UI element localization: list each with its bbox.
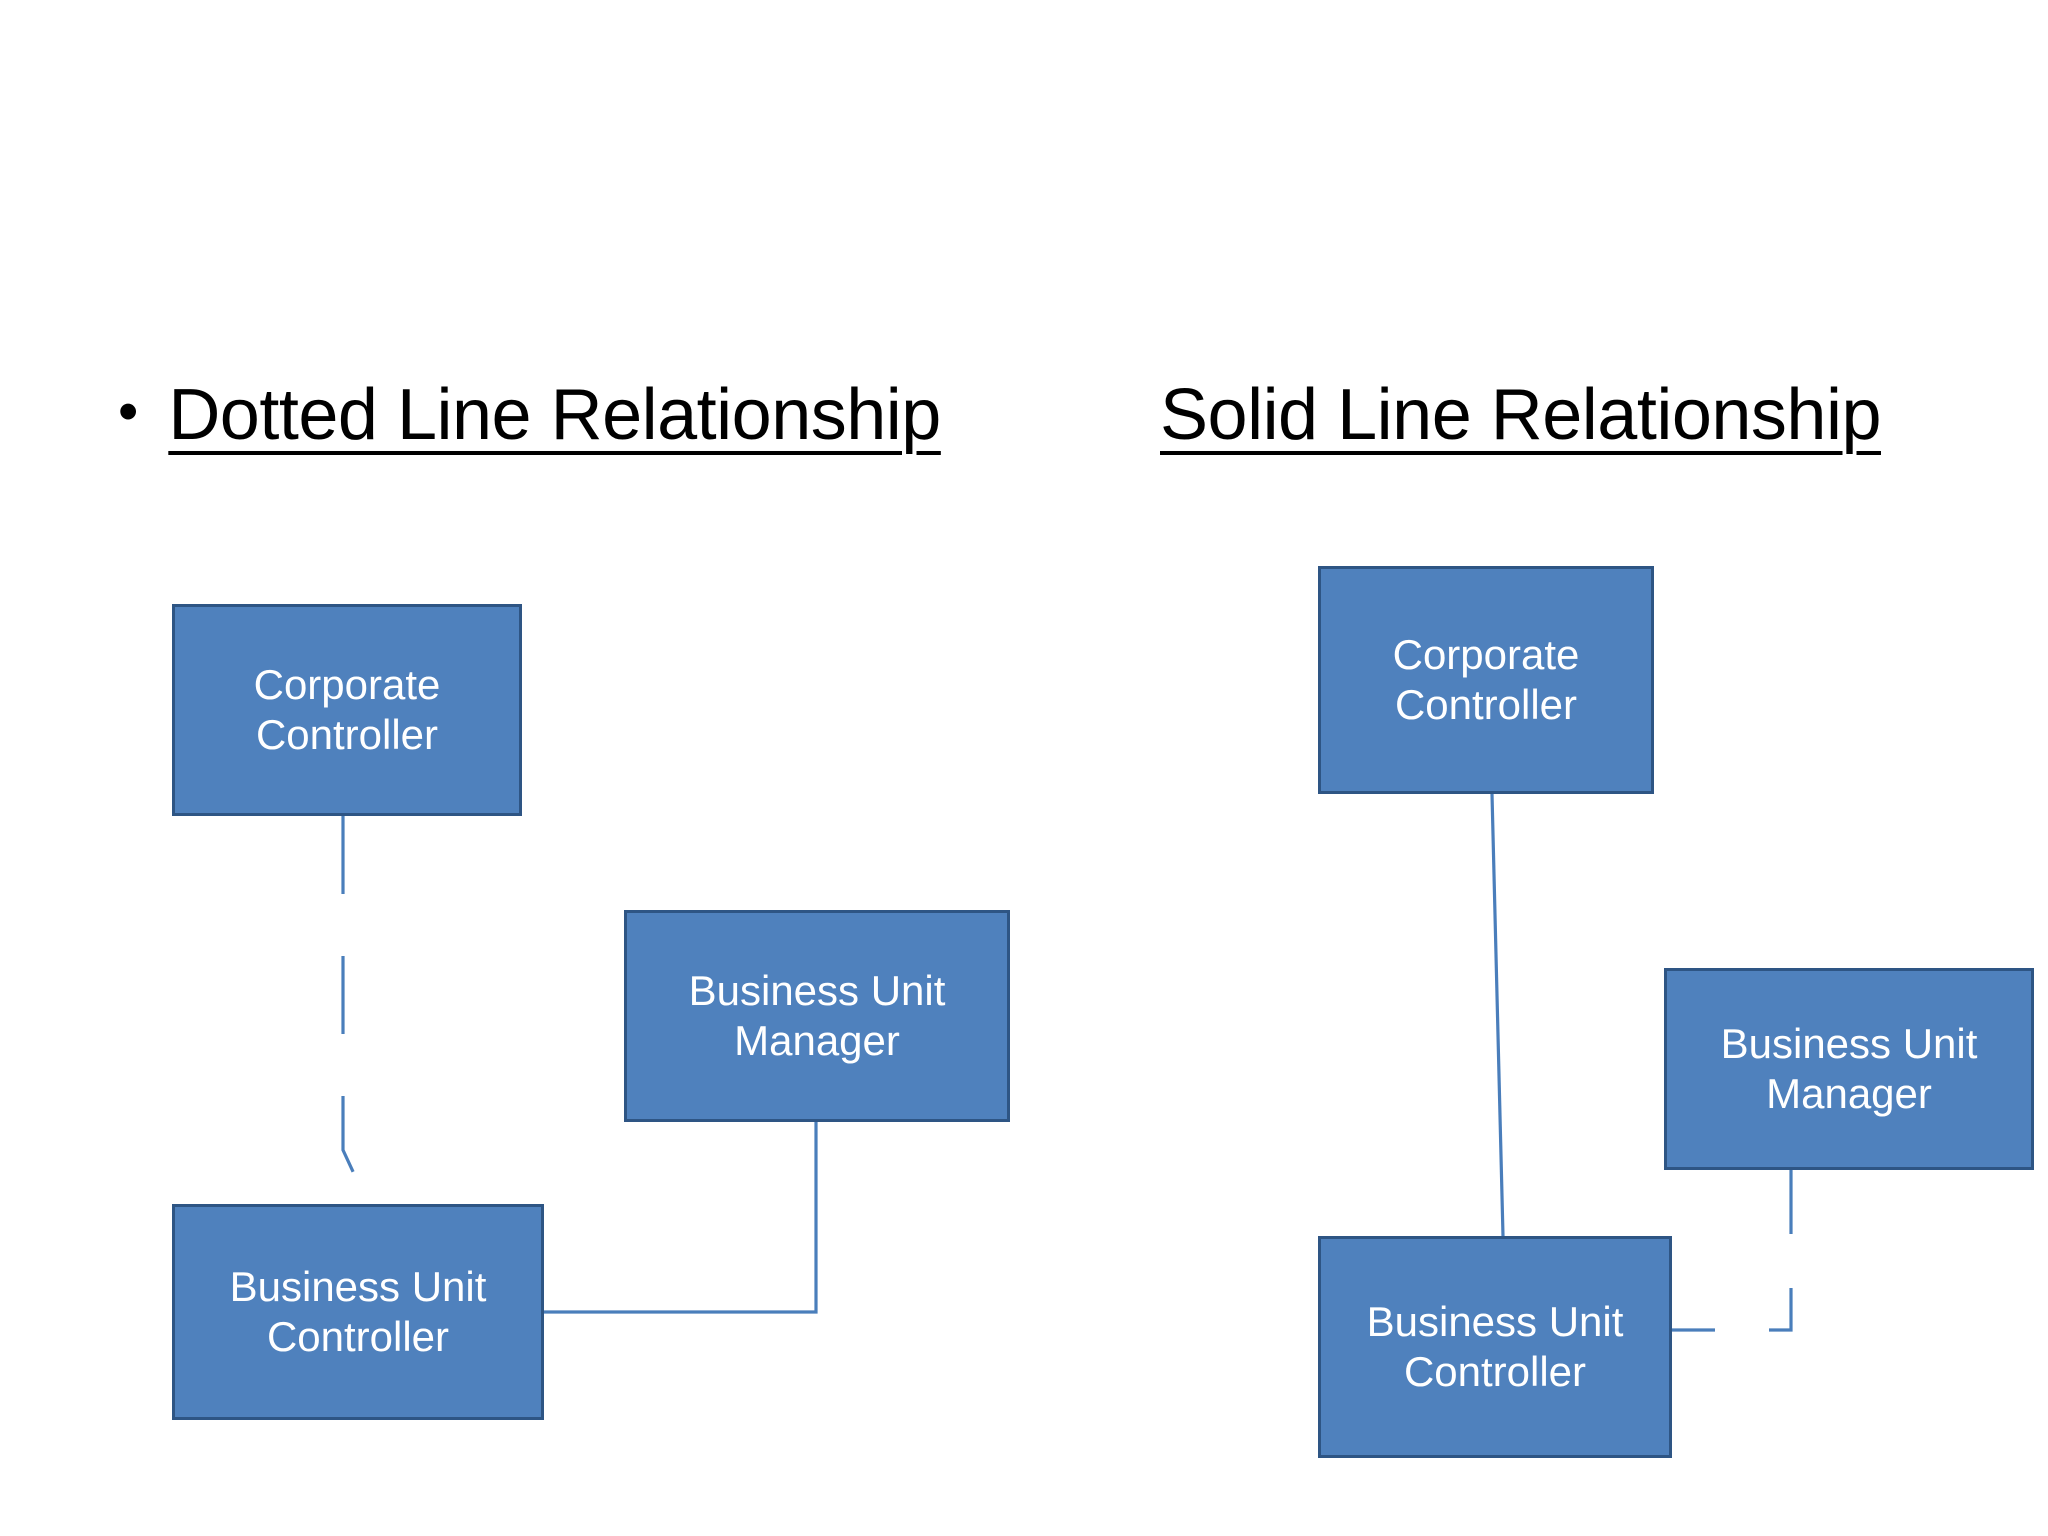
node-label: Business Unit Controller <box>1366 1298 1624 1395</box>
node-business-unit-controller-dotted[interactable]: Business Unit Controller <box>172 1204 544 1420</box>
node-label: Corporate Controller <box>1392 631 1580 728</box>
node-label: Business Unit Controller <box>229 1263 487 1360</box>
panel-title-dotted-line: • Dotted Line Relationship <box>118 375 941 455</box>
panel-title-text-solid: Solid Line Relationship <box>1160 375 1881 455</box>
node-label: Corporate Controller <box>253 661 441 758</box>
connector-right-corp-to-bu-controller-solid <box>1490 793 1505 1237</box>
node-business-unit-controller-solid[interactable]: Business Unit Controller <box>1318 1236 1672 1458</box>
connector-right-bu-manager-to-bu-controller-dashed <box>1672 1170 1793 1332</box>
node-corporate-controller-solid[interactable]: Corporate Controller <box>1318 566 1654 794</box>
node-label: Business Unit Manager <box>1720 1020 1978 1117</box>
connector-left-bu-manager-to-bu-controller-solid <box>544 1122 818 1314</box>
node-business-unit-manager-solid[interactable]: Business Unit Manager <box>1664 968 2034 1170</box>
connector-left-corp-to-bu-controller-dashed <box>341 816 370 1205</box>
node-corporate-controller-dotted[interactable]: Corporate Controller <box>172 604 522 816</box>
node-label: Business Unit Manager <box>688 967 946 1064</box>
panel-title-solid-line: Solid Line Relationship <box>1160 375 1881 455</box>
panel-title-text-dotted: Dotted Line Relationship <box>168 375 941 455</box>
node-business-unit-manager-dotted[interactable]: Business Unit Manager <box>624 910 1010 1122</box>
bullet-icon: • <box>118 379 139 444</box>
